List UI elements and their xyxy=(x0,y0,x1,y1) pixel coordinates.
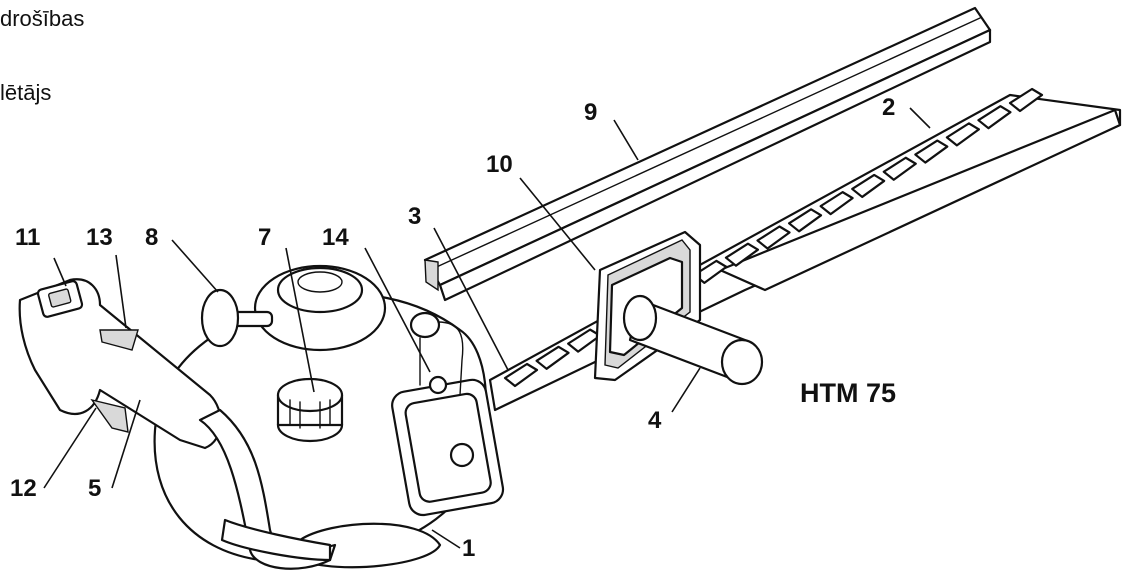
blade-tooth xyxy=(724,242,760,267)
blade-tooth xyxy=(503,362,539,388)
rear-handle xyxy=(18,278,337,570)
callout-3: 3 xyxy=(408,203,421,230)
blade-tooth xyxy=(535,345,570,370)
callout-7: 7 xyxy=(258,224,271,251)
callout-9: 9 xyxy=(584,99,597,126)
blade-tooth xyxy=(819,191,854,216)
text-line-letajs: lētājs xyxy=(0,80,52,105)
blade-guard xyxy=(423,6,992,302)
callout-12: 12 xyxy=(10,475,37,502)
engine-body xyxy=(153,264,505,569)
blade-tooth xyxy=(1008,87,1044,113)
callout-2: 2 xyxy=(882,94,895,121)
blade-tooth xyxy=(882,156,917,181)
text-line-drosibas: drošības xyxy=(0,6,85,31)
callout-5: 5 xyxy=(88,475,101,502)
cutting-blade xyxy=(488,87,1122,412)
callout-14: 14 xyxy=(322,224,349,251)
callout-13: 13 xyxy=(86,224,113,251)
blade-tooth xyxy=(914,139,949,164)
callout-10: 10 xyxy=(486,151,513,178)
callout-11: 11 xyxy=(15,224,40,251)
blade-tooth xyxy=(756,225,791,250)
blade-tooth xyxy=(787,208,823,233)
blade-tooth xyxy=(977,105,1012,130)
callout-numbers: 1 2 3 4 5 7 8 9 10 11 13 12 14 xyxy=(10,94,895,562)
callout-4: 4 xyxy=(648,407,662,434)
leader-lines xyxy=(43,107,931,549)
callout-8: 8 xyxy=(145,224,158,251)
blade-tooth xyxy=(945,122,980,147)
blade-tooth xyxy=(851,173,886,199)
callout-1: 1 xyxy=(462,535,475,562)
model-label: HTM 75 xyxy=(800,378,897,408)
front-handle xyxy=(622,294,764,386)
